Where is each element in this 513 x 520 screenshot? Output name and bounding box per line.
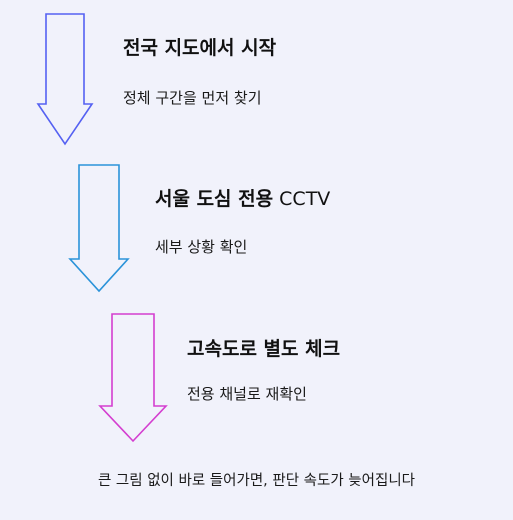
step-1-title-bold: 전국 지도에서 시작	[123, 37, 277, 59]
down-arrow-icon-3	[98, 313, 168, 443]
down-arrow-icon-1	[36, 13, 94, 146]
step-2-title-bold: 서울 도심 전용	[155, 188, 274, 210]
step-3-title-bold: 고속도로 별도 체크	[187, 338, 341, 360]
step-3-title: 고속도로 별도 체크	[187, 340, 340, 359]
footer-note: 큰 그림 없이 바로 들어가면, 판단 속도가 늦어집니다	[97, 473, 415, 489]
step-2-title-light: CCTV	[273, 188, 331, 210]
step-2-title: 서울 도심 전용 CCTV	[155, 190, 330, 209]
step-2-description: 세부 상황 확인	[155, 238, 248, 256]
down-arrow-icon-2	[68, 164, 130, 293]
step-3-description: 전용 채널로 재확인	[187, 385, 307, 403]
step-1-description: 정체 구간을 먼저 찾기	[123, 89, 262, 107]
step-1-title: 전국 지도에서 시작	[123, 39, 276, 58]
